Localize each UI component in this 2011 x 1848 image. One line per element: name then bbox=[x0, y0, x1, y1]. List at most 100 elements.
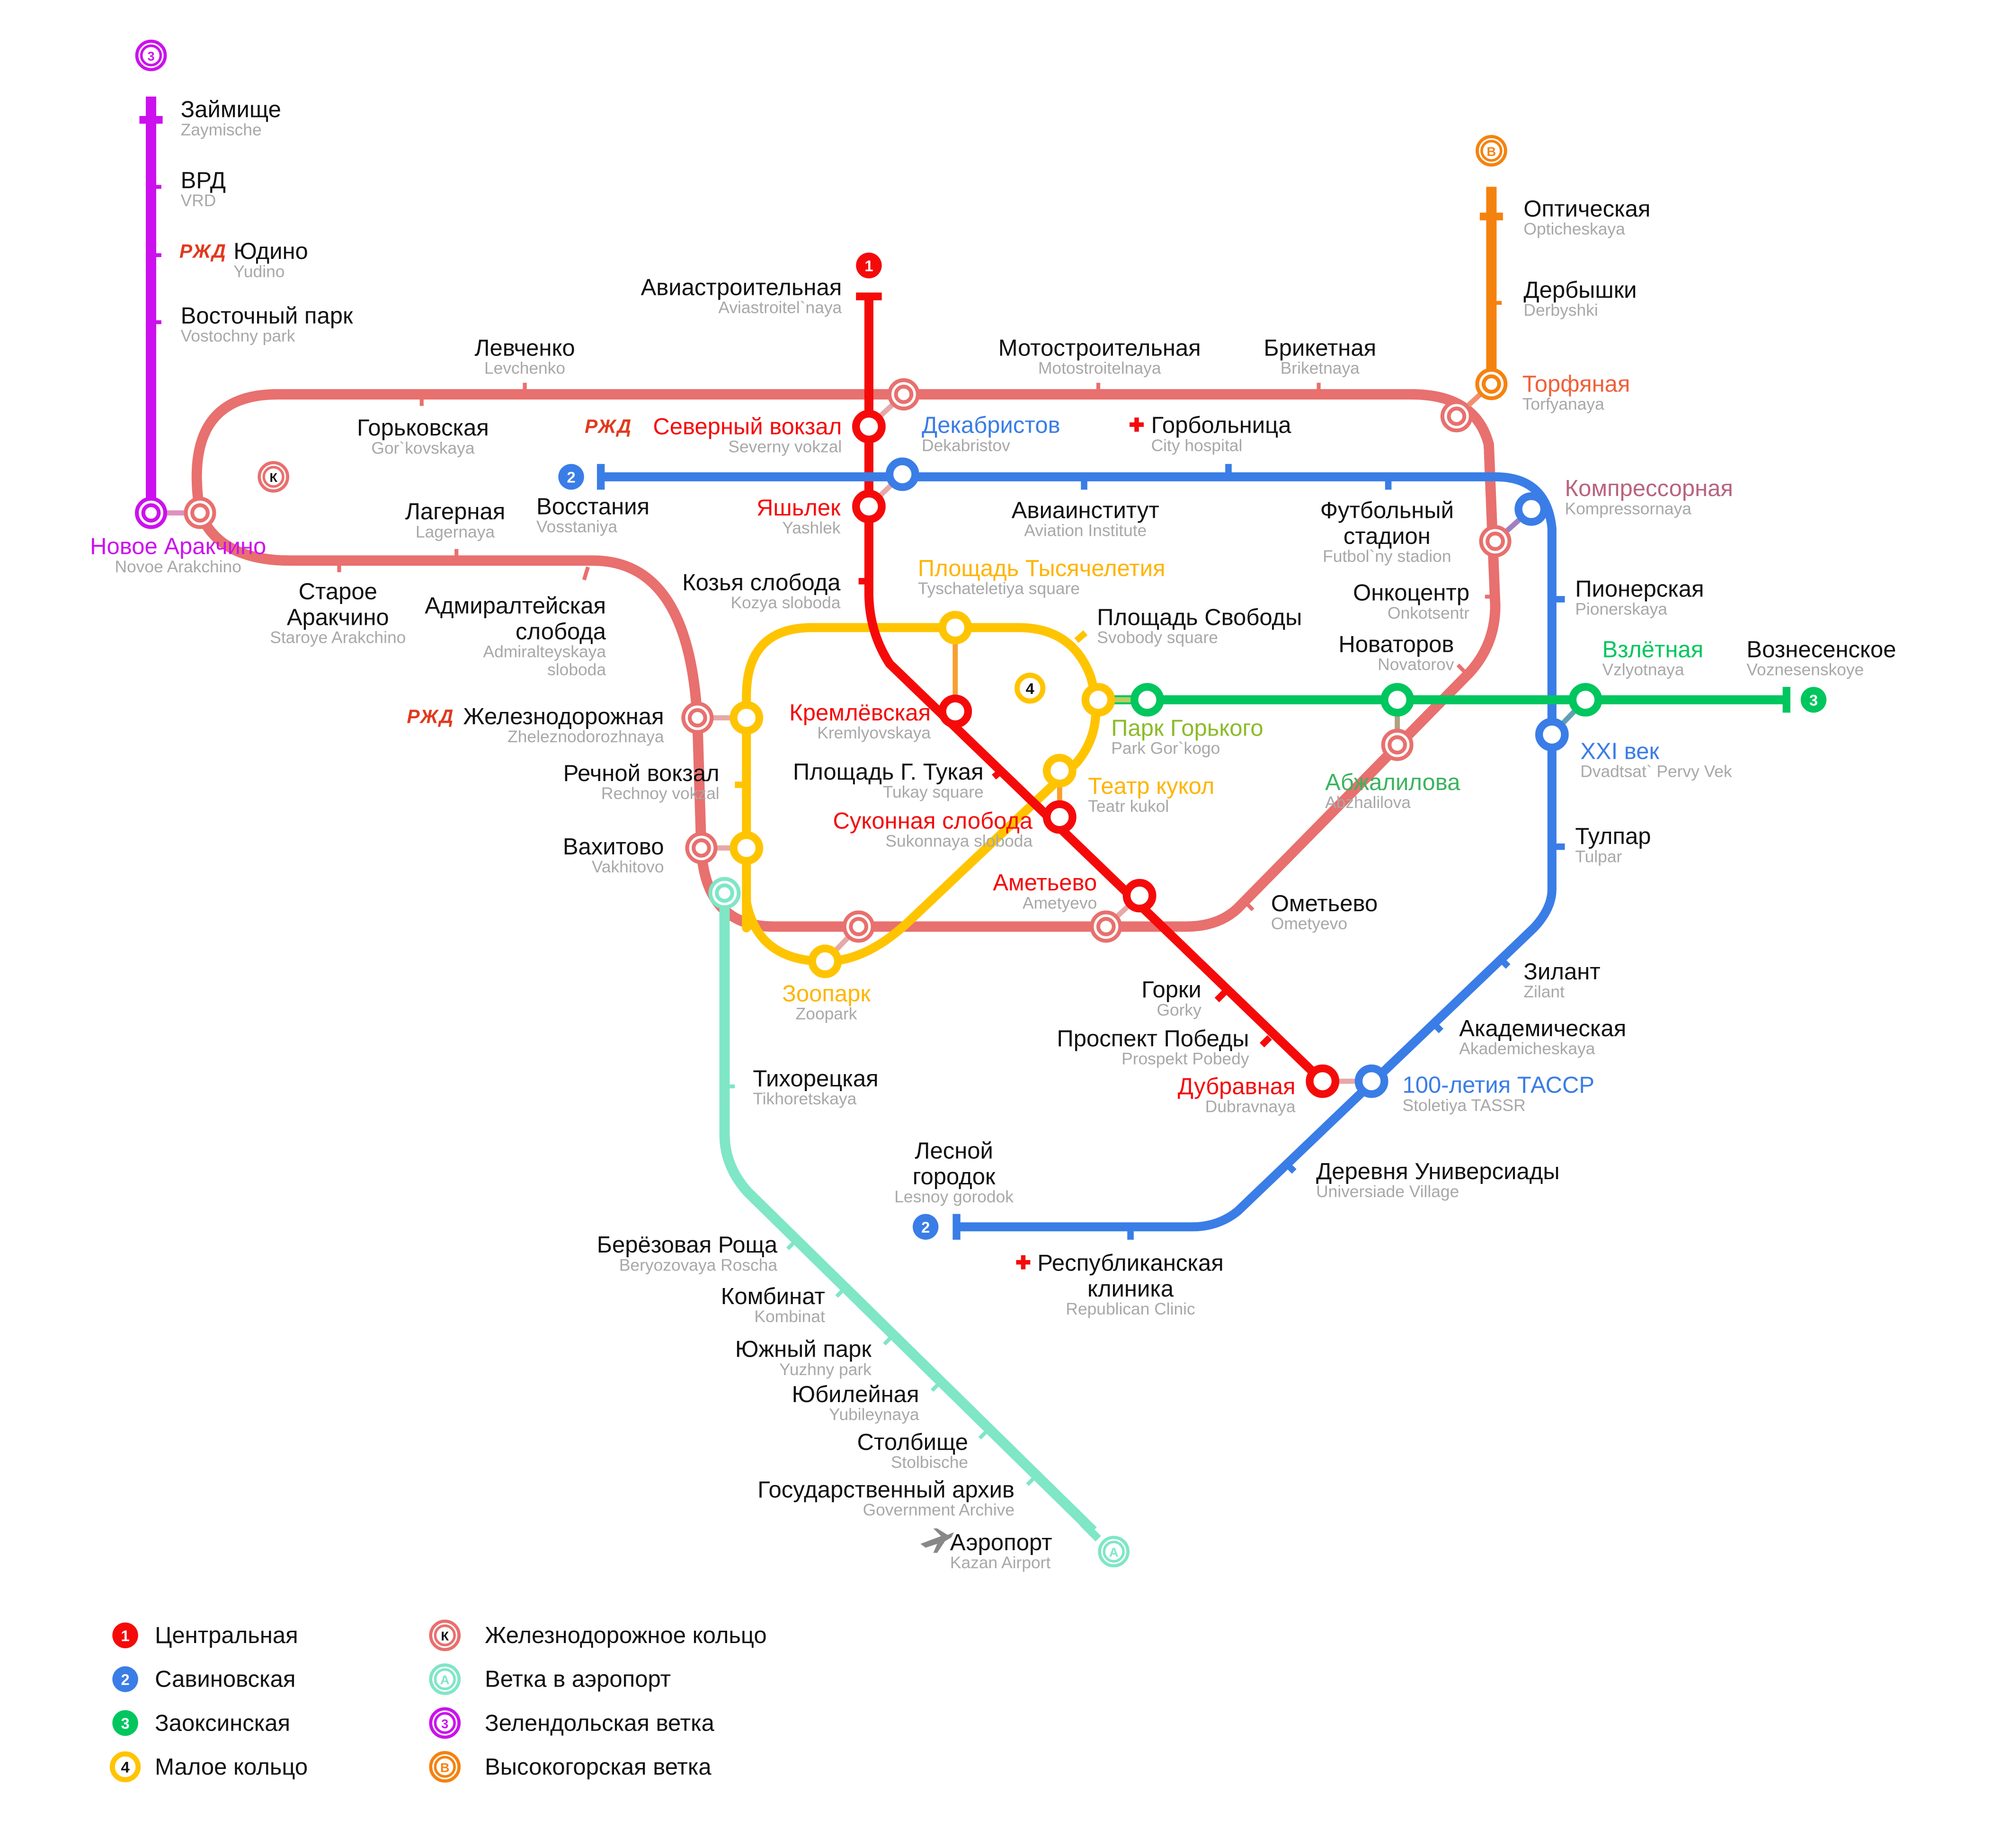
legend-badge-icon: 3 bbox=[112, 1710, 138, 1736]
svg-text:РЖД: РЖД bbox=[407, 705, 453, 727]
station-marker[interactable] bbox=[681, 702, 714, 734]
station-marker[interactable] bbox=[730, 701, 764, 735]
station-marker[interactable] bbox=[184, 497, 216, 529]
station-marker[interactable] bbox=[1081, 683, 1115, 717]
station-marker[interactable] bbox=[887, 378, 920, 411]
station-marker[interactable] bbox=[1381, 729, 1414, 761]
station-marker[interactable] bbox=[730, 831, 764, 865]
station-marker[interactable] bbox=[1479, 525, 1512, 558]
station-marker[interactable] bbox=[938, 611, 972, 645]
station-marker[interactable] bbox=[1042, 754, 1077, 788]
station-marker[interactable] bbox=[852, 409, 886, 444]
legend-label: Высокогорская ветка bbox=[485, 1754, 712, 1780]
station-marker[interactable] bbox=[842, 910, 875, 943]
station-marker[interactable] bbox=[1380, 683, 1415, 717]
station-marker[interactable] bbox=[1440, 400, 1473, 433]
station-marker[interactable] bbox=[134, 497, 168, 529]
station-marker[interactable] bbox=[938, 694, 972, 729]
station-marker[interactable] bbox=[1306, 1064, 1340, 1098]
station-marker[interactable] bbox=[1042, 800, 1077, 834]
station-marker[interactable] bbox=[1475, 368, 1508, 400]
station-marker[interactable] bbox=[685, 832, 718, 864]
station-label[interactable]: АдмиралтейскаяслободаAdmiralteyskayaslob… bbox=[425, 593, 606, 679]
station-marker[interactable] bbox=[1090, 910, 1122, 943]
badge-text: 4 bbox=[121, 1759, 129, 1776]
station-marker[interactable] bbox=[1122, 879, 1157, 913]
station-name-en: Lagernaya bbox=[416, 523, 495, 541]
station-marker[interactable] bbox=[1354, 1064, 1388, 1098]
station-name-en: Kozya sloboda bbox=[730, 594, 840, 612]
station-marker[interactable] bbox=[1568, 683, 1602, 717]
station-marker[interactable] bbox=[1514, 492, 1548, 526]
station-marker[interactable] bbox=[808, 944, 842, 978]
station-marker[interactable] bbox=[885, 457, 919, 491]
station-marker[interactable] bbox=[1130, 683, 1164, 717]
station-marker[interactable] bbox=[852, 489, 886, 524]
station-marker[interactable] bbox=[708, 877, 741, 909]
station-marker[interactable] bbox=[1535, 718, 1569, 752]
